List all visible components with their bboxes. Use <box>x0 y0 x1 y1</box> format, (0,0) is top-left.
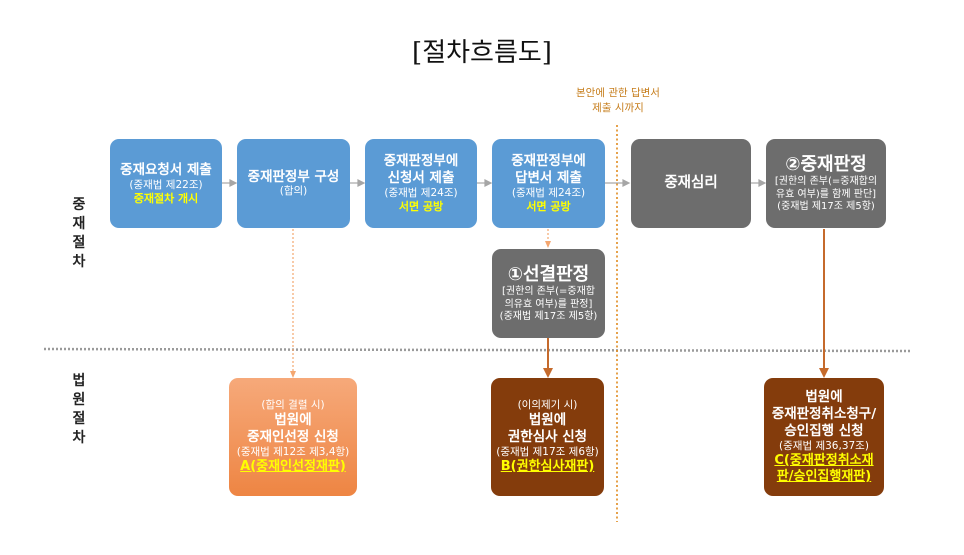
court-c-link-1[interactable]: C(중재판정취소재 <box>774 452 874 468</box>
deadline-note: 본안에 관한 답변서 제출 시까지 <box>576 87 660 114</box>
box-award: ②중재판정 [권한의 존부(=중재합의 유효 여부)를 함께 판단] (중재법 … <box>766 139 886 228</box>
box-answer: 중재판정부에 답변서 제출 (중재법 제24조) 서면 공방 <box>492 139 605 228</box>
box-court-c: 법원에 중재판정취소청구/ 승인집행 신청 (중재법 제36,37조) C(중재… <box>764 378 884 496</box>
side-label-arbitration: 중 재 절 차 <box>72 197 86 270</box>
court-b-link[interactable]: B(권한심사재판) <box>500 458 595 474</box>
box-panel: 중재판정부 구성 (합의) <box>237 139 350 228</box>
box-hearing: 중재심리 <box>631 139 751 228</box>
box-preliminary: ①선결판정 [권한의 존부(=중재합 의유효 여부)를 판정] (중재법 제17… <box>492 249 605 338</box>
box-request: 중재요청서 제출 (중재법 제22조) 중재절차 개시 <box>110 139 222 228</box>
side-label-court: 법 원 절 차 <box>72 373 86 446</box>
court-c-link-2[interactable]: 판/승인집행재판) <box>776 468 872 484</box>
box-court-a: (합의 결렬 시) 법원에 중재인선정 신청 (중재법 제12조 제3,4항) … <box>229 378 357 496</box>
box-application: 중재판정부에 신청서 제출 (중재법 제24조) 서면 공방 <box>365 139 477 228</box>
court-a-link[interactable]: A(중재인선정재판) <box>240 458 346 474</box>
section-divider <box>43 347 911 353</box>
box-court-b: (이의제기 시) 법원에 권한심사 신청 (중재법 제17조 제6항) B(권한… <box>491 378 604 496</box>
page-title: [절차흐름도] <box>412 38 552 68</box>
